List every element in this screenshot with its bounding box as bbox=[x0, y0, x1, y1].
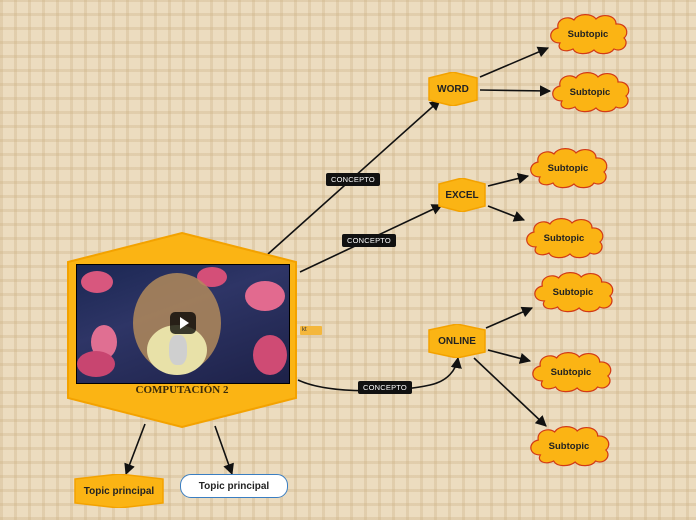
hex-shape bbox=[438, 178, 486, 212]
cloud-shape bbox=[552, 72, 630, 113]
subtopic-online-1[interactable]: Subtopic bbox=[530, 271, 616, 313]
subtopic-label: Subtopic bbox=[543, 232, 585, 244]
connector-online-sub2 bbox=[487, 349, 532, 364]
cloud-shape bbox=[532, 352, 612, 393]
main-idea-word[interactable]: WORD bbox=[428, 72, 478, 106]
concept-label-word: CONCEPTO bbox=[326, 173, 380, 186]
main-idea-label: WORD bbox=[437, 83, 469, 95]
subtopic-label: Subtopic bbox=[550, 366, 592, 378]
connector-excel-sub2 bbox=[487, 205, 526, 222]
subtopic-label: Subtopic bbox=[569, 86, 611, 98]
hex-shape bbox=[428, 324, 486, 358]
subtopic-word-1[interactable]: Subtopic bbox=[546, 13, 630, 55]
subtopic-excel-1[interactable]: Subtopic bbox=[526, 147, 610, 189]
hex-shape bbox=[428, 72, 478, 106]
concept-label-excel: CONCEPTO bbox=[342, 234, 396, 247]
hex-shape bbox=[74, 474, 164, 508]
main-topic-title: COMPUTACIÓN 2 bbox=[135, 384, 229, 396]
connector-main-bottom1 bbox=[124, 423, 146, 476]
subtopic-label: Subtopic bbox=[547, 162, 589, 174]
main-idea-online[interactable]: ONLINE bbox=[428, 324, 486, 358]
connector-word-sub1 bbox=[479, 46, 550, 78]
connector-online-sub1 bbox=[485, 306, 534, 329]
bottom-topic-orange[interactable]: Topic principal bbox=[74, 474, 164, 508]
main-idea-excel[interactable]: EXCEL bbox=[438, 178, 486, 212]
concept-label-online: CONCEPTO bbox=[358, 381, 412, 394]
attachment-icon[interactable]: kt bbox=[300, 326, 322, 335]
bottom-topic-label: Topic principal bbox=[83, 485, 155, 497]
subtopic-label: Subtopic bbox=[548, 440, 590, 452]
connector-main-online bbox=[297, 356, 462, 392]
subtopic-label: Subtopic bbox=[567, 28, 609, 40]
cloud-shape bbox=[550, 14, 628, 55]
subtopic-online-3[interactable]: Subtopic bbox=[526, 425, 612, 467]
cloud-shape bbox=[526, 218, 604, 259]
cloud-shape bbox=[534, 272, 614, 313]
connector-main-bottom2 bbox=[214, 425, 234, 476]
main-idea-label: ONLINE bbox=[438, 335, 476, 347]
play-icon[interactable] bbox=[170, 312, 196, 334]
subtopic-excel-2[interactable]: Subtopic bbox=[522, 217, 606, 259]
cloud-shape bbox=[530, 148, 608, 189]
connector-excel-sub1 bbox=[487, 173, 530, 187]
subtopic-label: Subtopic bbox=[552, 286, 594, 298]
bottom-topic-white[interactable]: Topic principal bbox=[180, 474, 288, 498]
subtopic-word-2[interactable]: Subtopic bbox=[548, 71, 632, 113]
main-idea-label: EXCEL bbox=[445, 189, 479, 201]
connector-online-sub3 bbox=[473, 357, 547, 427]
cloud-shape bbox=[530, 426, 610, 467]
connector-word-sub2 bbox=[479, 85, 552, 97]
subtopic-online-2[interactable]: Subtopic bbox=[528, 351, 614, 393]
